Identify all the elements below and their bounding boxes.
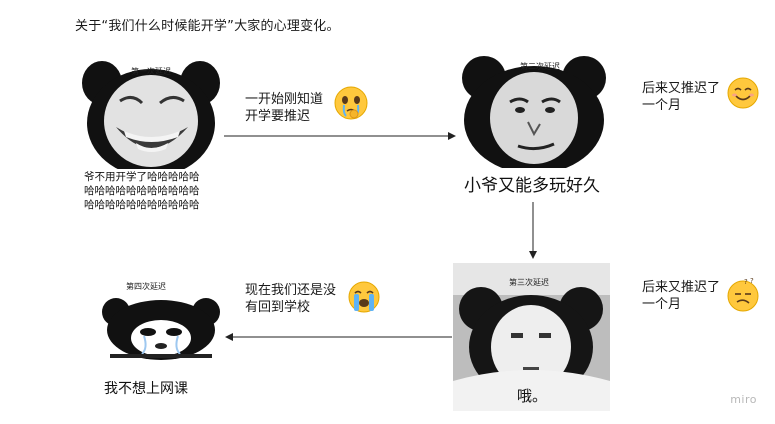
meme-tag: 第二次延迟: [520, 62, 560, 71]
note-line: 后来又推迟了: [642, 81, 721, 96]
crying-pleading-emoji-icon: [334, 86, 368, 120]
svg-text:?: ?: [750, 277, 754, 285]
note-first: 一开始刚知道 开学要推迟: [245, 91, 323, 125]
note-line: 一个月: [642, 297, 682, 312]
note-line: 后来又推迟了: [642, 280, 721, 295]
blank-stare-panda-image: [453, 263, 610, 411]
meme-caption: 小爷又能多玩好久: [464, 176, 600, 196]
note-third: 后来又推迟了 一个月: [642, 279, 720, 313]
svg-text:?: ?: [744, 278, 748, 286]
miro-watermark: miro: [730, 393, 757, 406]
meme-tag: 第三次延迟: [509, 278, 549, 287]
caption-line: 爷不用开学了哈哈哈哈哈: [84, 171, 200, 183]
sobbing-panda-image: [102, 298, 220, 360]
caption-line: 哈哈哈哈哈哈哈哈哈哈哈: [84, 199, 200, 211]
confused-emoji-icon: ? ?: [727, 277, 759, 312]
note-line: 开学要推迟: [245, 109, 311, 124]
meme-tag: 第一次延迟: [131, 67, 171, 76]
note-second: 后来又推迟了 一个月: [642, 80, 720, 114]
meme-caption: 爷不用开学了哈哈哈哈哈 哈哈哈哈哈哈哈哈哈哈哈 哈哈哈哈哈哈哈哈哈哈哈: [84, 170, 200, 212]
note-fourth: 现在我们还是没 有回到学校: [245, 282, 336, 316]
caption-line: 哈哈哈哈哈哈哈哈哈哈哈: [84, 185, 200, 197]
note-line: 有回到学校: [245, 300, 311, 315]
meme-fourth-delay: 第四次延迟 我不想上网课: [96, 278, 226, 404]
laughing-panda-image: [80, 61, 222, 213]
meme-third-delay: 第三次延迟 哦。: [453, 263, 610, 411]
smirking-panda-image: [458, 56, 610, 200]
note-line: 现在我们还是没: [245, 283, 337, 298]
smiling-emoji-icon: [727, 77, 759, 109]
meme-tag: 第四次延迟: [126, 282, 166, 291]
meme-caption: 哦。: [517, 387, 548, 405]
page-title: 关于“我们什么时候能开学”大家的心理变化。: [75, 19, 340, 34]
loudly-crying-emoji-icon: [348, 281, 380, 313]
meme-second-delay: 第二次延迟 小爷又能多玩好久: [458, 52, 610, 200]
meme-first-delay: 第一次延迟 爷不用开学了哈哈哈哈哈 哈哈哈哈哈哈哈哈哈哈哈 哈哈哈哈哈哈哈哈哈哈…: [80, 57, 222, 213]
note-line: 一开始刚知道: [245, 92, 324, 107]
note-line: 一个月: [642, 98, 682, 113]
meme-caption: 我不想上网课: [104, 381, 188, 397]
